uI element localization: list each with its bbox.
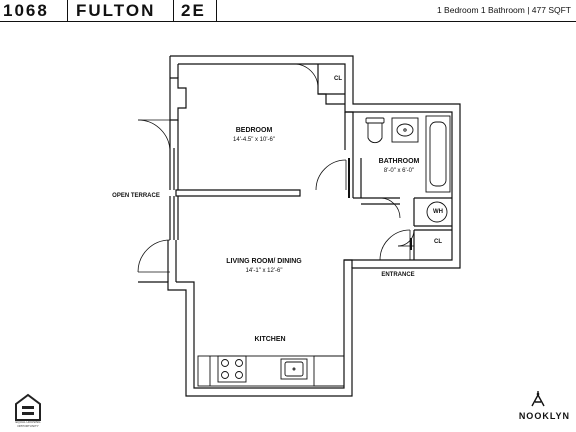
wh-closet <box>413 197 452 227</box>
bathtub <box>425 115 451 193</box>
bedroom-door-arc <box>315 159 347 191</box>
bathtub-inner <box>429 121 447 187</box>
terrace-door-upper <box>137 119 171 153</box>
bathroom-label: BATHROOM <box>378 158 420 165</box>
nooklyn-logo-icon <box>531 391 545 407</box>
stove-burner <box>235 359 243 367</box>
kitchen-sink-bowl <box>284 361 304 377</box>
street-name: FULTON <box>76 1 156 20</box>
living-room-label: LIVING ROOM/ DINING <box>226 258 302 265</box>
terrace-window <box>169 148 179 190</box>
bedroom-left-wall-lower <box>169 120 179 148</box>
living-left-wall <box>167 240 177 282</box>
sink-drain <box>403 128 407 132</box>
apartment-number: 2E <box>181 1 206 20</box>
stove <box>217 355 247 383</box>
refrigerator <box>313 355 345 387</box>
stove-burner <box>221 371 229 379</box>
bathroom-dimensions: 8'-0" x 6'-0" <box>383 168 415 174</box>
unit-number: 1068 <box>3 1 49 20</box>
header-divider <box>173 0 174 21</box>
outer-wall-inner <box>176 63 453 389</box>
bedroom-left-wall-notch <box>169 77 187 121</box>
header-rule <box>0 21 576 22</box>
plan-header: 1068 FULTON 2E 1 Bedroom 1 Bathroom | 47… <box>0 0 576 22</box>
terrace-window-lower <box>169 196 179 240</box>
terrace-door-lower <box>137 239 171 273</box>
toilet-tank <box>365 117 385 124</box>
outer-wall <box>138 55 461 397</box>
water-heater <box>426 201 448 223</box>
kitchen-sink-drain <box>292 367 296 371</box>
entry-closet-label: CL <box>434 239 442 245</box>
entrance-label: ENTRANCE <box>381 272 415 278</box>
kitchen-sink <box>280 358 308 380</box>
kitchen-label: KITCHEN <box>254 336 286 343</box>
closet-door-arc <box>293 63 319 89</box>
bath-door-arc <box>379 197 401 219</box>
entry-closet <box>413 229 452 260</box>
bedroom-living-wall <box>175 189 301 197</box>
equal-housing-logo <box>15 393 41 421</box>
header-divider <box>67 0 68 21</box>
stove-burner <box>221 359 229 367</box>
water-heater-label: WH <box>433 209 443 215</box>
stove-burner <box>235 371 243 379</box>
sink-vanity <box>391 117 419 143</box>
equal-housing-text: EQUAL HOUSING OPPORTUNITY <box>15 420 41 428</box>
open-terrace-label: OPEN TERRACE <box>112 193 160 199</box>
bath-west-wall <box>352 158 362 198</box>
nooklyn-logo-text: NOOKLYN <box>518 411 570 421</box>
slider-mark <box>410 238 412 250</box>
living-room-dimensions: 14'-1" x 12'-6" <box>245 268 283 274</box>
entrance-jamb <box>344 259 353 268</box>
kitchen-counter <box>197 355 345 387</box>
bedroom-left-wall <box>169 56 179 78</box>
bedroom-closet-label: CL <box>334 76 342 82</box>
bedroom-dimensions: 14'-4.5" x 10'-6" <box>233 137 275 143</box>
header-divider <box>216 0 217 21</box>
bedroom-bath-wall <box>345 111 354 158</box>
bedroom-label: BEDROOM <box>235 127 273 134</box>
entry-door-arc <box>379 229 411 261</box>
toilet-bowl <box>367 123 383 144</box>
sink-basin <box>396 123 414 137</box>
slider-mark <box>348 158 350 198</box>
bedroom-closet <box>317 64 345 105</box>
unit-summary: 1 Bedroom 1 Bathroom | 477 SQFT <box>436 5 571 15</box>
